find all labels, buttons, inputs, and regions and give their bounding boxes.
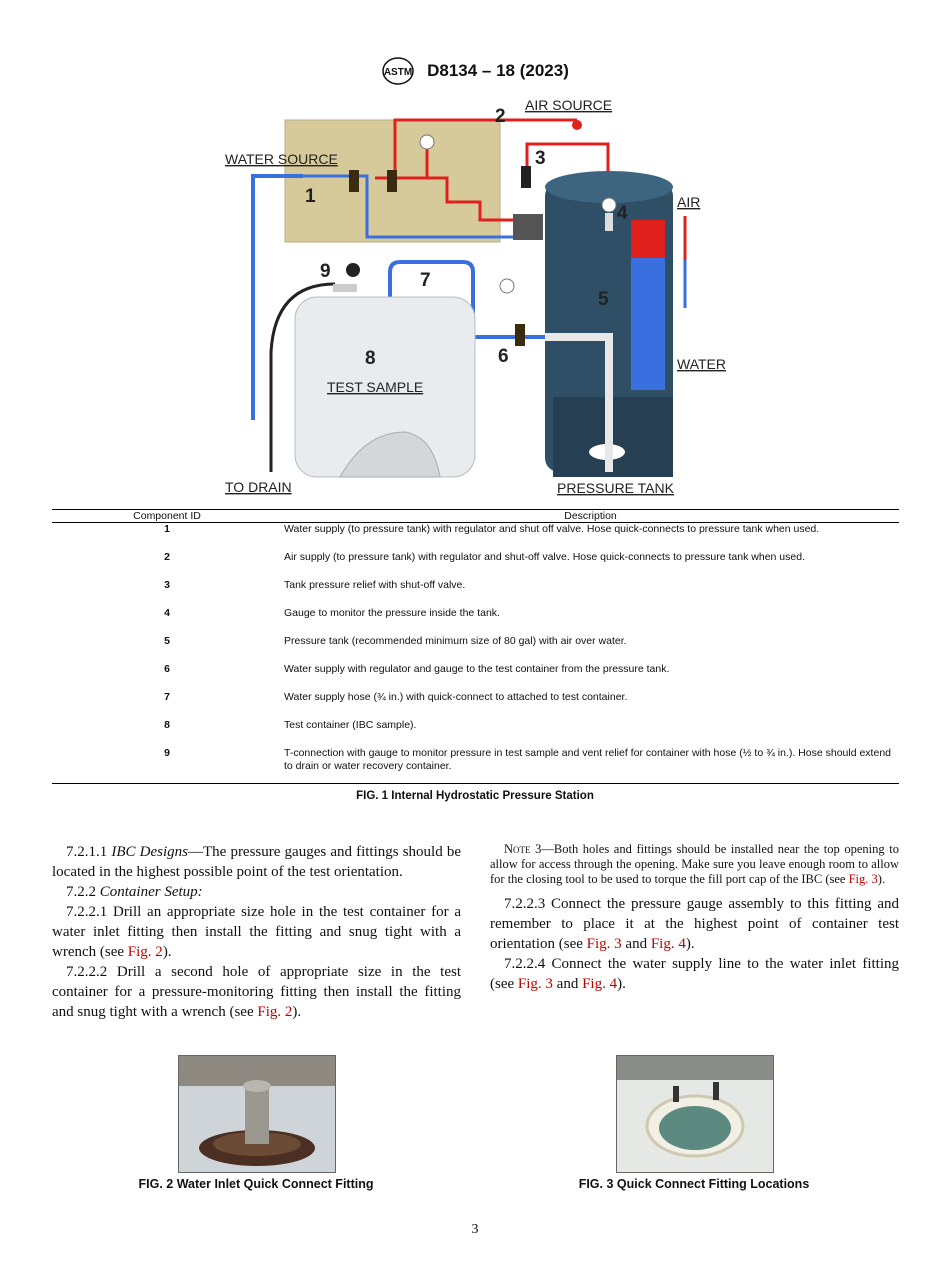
para-7-2-2-2: 7.2.2.2 Drill a second hole of appropria…: [52, 964, 461, 1020]
cell-desc: Water supply (to pressure tank) with reg…: [284, 523, 820, 535]
cell-id: 4: [164, 607, 170, 619]
table-row: 8 Test container (IBC sample).: [52, 719, 899, 747]
tank-water-level: [631, 258, 665, 390]
fig1-caption: FIG. 1 Internal Hydrostatic Pressure Sta…: [356, 790, 594, 802]
callout-7: 7: [420, 270, 431, 291]
cell-id: 9: [52, 747, 282, 784]
fig2-link[interactable]: Fig. 2: [257, 1004, 293, 1020]
fig3-link[interactable]: Fig. 3: [586, 936, 622, 952]
label-air-source: AIR SOURCE: [525, 97, 612, 113]
water-supply-line: [251, 174, 303, 420]
fig4-link[interactable]: Fig. 4: [650, 936, 686, 952]
cell-desc: Pressure tank (recommended minimum size …: [284, 635, 627, 647]
callout-8: 8: [365, 348, 376, 369]
table-row: 1 Water supply (to pressure tank) with re…: [52, 523, 899, 552]
callout-3: 3: [535, 148, 546, 169]
callout-9: 9: [320, 261, 331, 282]
standard-designation: D8134 – 18 (2023): [427, 61, 569, 80]
callout-4: 4: [617, 203, 628, 224]
cell-desc: Water supply hose (¾ in.) with quick-con…: [284, 691, 628, 703]
component-table: Component ID Description 1 Water supply (…: [52, 509, 899, 784]
fig2-link[interactable]: Fig. 2: [127, 944, 163, 960]
para-7-2-2-4: 7.2.2.4 Connect the water supply line to…: [490, 956, 899, 992]
cell-id: 3: [164, 579, 170, 591]
cell-desc: Test container (IBC sample).: [284, 719, 417, 731]
right-column: Note 3—Both holes and fittings should be…: [490, 842, 899, 994]
cell-desc: Gauge to monitor the pressure inside the…: [284, 607, 500, 619]
label-water: WATER: [677, 356, 726, 372]
left-column: 7.2.1.1 IBC Designs—The pressure gauges …: [52, 842, 461, 1022]
callout-2: 2: [495, 106, 506, 127]
label-test-sample: TEST SAMPLE: [327, 379, 423, 395]
page-number: 3: [471, 1222, 479, 1237]
para-7-2-2-3: 7.2.2.3 Connect the pressure gauge assem…: [490, 896, 899, 952]
cell-desc: T-connection with gauge to monitor press…: [282, 747, 899, 784]
fig2-caption: FIG. 2 Water Inlet Quick Connect Fitting: [138, 1177, 374, 1191]
tank-air-level: [631, 220, 665, 258]
fig2-photo: [178, 1055, 336, 1173]
para-7-2-2-1: 7.2.2.1 Drill an appropriate size hole i…: [52, 904, 461, 960]
table-row: 5 Pressure tank (recommended minimum size…: [52, 635, 899, 663]
fig3-photo: [616, 1055, 774, 1173]
fig3-link[interactable]: Fig. 3: [517, 976, 553, 992]
regulator-panel: [284, 119, 501, 243]
pressure-station-diagram: WATER SOURCE AIR SOURCE AIR WATER TO DRA…: [225, 97, 726, 496]
cell-desc: Tank pressure relief with shut-off valve…: [284, 579, 466, 591]
fig3-link[interactable]: Fig. 3: [848, 872, 878, 886]
label-to-drain: TO DRAIN: [225, 479, 292, 495]
page-header: ASTM D8134 – 18 (2023): [0, 56, 950, 86]
svg-text:ASTM: ASTM: [384, 67, 412, 78]
table-header-row: Component ID Description: [52, 509, 899, 523]
callout-1: 1: [305, 186, 316, 207]
fig4-link[interactable]: Fig. 4: [582, 976, 618, 992]
callout-6: 6: [498, 346, 509, 367]
cell-id: 5: [164, 635, 170, 647]
astm-logo-icon: ASTM: [382, 57, 414, 85]
cell-id: 7: [164, 691, 170, 703]
cell-desc: Water supply with regulator and gauge to…: [284, 663, 670, 675]
table-row: 3 Tank pressure relief with shut-off valv…: [52, 579, 899, 607]
header-component-id: Component ID: [52, 509, 282, 523]
label-water-source: WATER SOURCE: [225, 151, 338, 167]
table-row: 7 Water supply hose (¾ in.) with quick-co…: [52, 691, 899, 719]
cell-id: 6: [164, 663, 170, 675]
fig3-caption: FIG. 3 Quick Connect Fitting Locations: [578, 1177, 810, 1191]
callout-5: 5: [598, 289, 609, 310]
air-supply-line: [375, 118, 577, 180]
cell-id: 1: [164, 523, 170, 535]
label-air: AIR: [677, 194, 700, 210]
cell-desc: Air supply (to pressure tank) with regul…: [284, 551, 805, 563]
note-3: Note 3—Both holes and fittings should be…: [490, 842, 899, 886]
cell-id: 2: [164, 551, 170, 563]
para-7-2-2: 7.2.2 Container Setup:: [66, 884, 203, 900]
label-pressure-tank: PRESSURE TANK: [557, 480, 675, 496]
header-description: Description: [282, 509, 899, 523]
test-supply-hose: [388, 260, 545, 339]
table-row: 4 Gauge to monitor the pressure inside th…: [52, 607, 899, 635]
drain-line: [269, 282, 336, 472]
regulator-1: [349, 170, 359, 192]
table-row: 6 Water supply with regulator and gauge t…: [52, 663, 899, 691]
para-7-2-1-1: 7.2.1.1 IBC Designs—The pressure gauges …: [52, 844, 462, 880]
table-row: 2 Air supply (to pressure tank) with regu…: [52, 551, 899, 579]
tank-gauge: [601, 197, 617, 213]
cell-id: 8: [164, 719, 170, 731]
regulator-2: [387, 170, 397, 192]
